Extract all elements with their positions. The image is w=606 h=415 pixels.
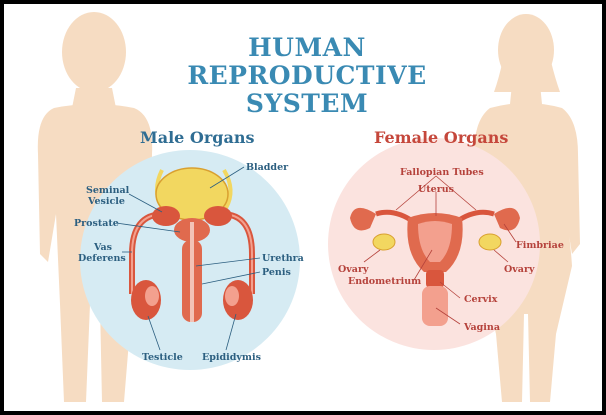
seminal-vesicle-right (204, 206, 232, 226)
fimbriae-left (350, 207, 376, 231)
fimbriae-right (494, 207, 520, 231)
label-seminal-vesicle-line1: Seminal (86, 185, 130, 196)
title-line-2: REPRODUCTIVE (187, 61, 427, 90)
label-testicle: Testicle (142, 352, 183, 363)
label-cervix: Cervix (464, 294, 498, 305)
ureter-right (222, 168, 233, 209)
title-line-1: HUMAN (248, 33, 366, 62)
label-seminal-vesicle-line2: Vesicle (88, 196, 125, 207)
male-leader-lines (115, 166, 261, 351)
label-fimbriae: Fimbriae (516, 240, 564, 251)
ovary-left-shape (372, 233, 396, 251)
label-bladder: Bladder (246, 162, 289, 173)
male-organs-illustration (129, 167, 255, 322)
seminal-vesicle-left (152, 206, 180, 226)
label-endometrium: Endometrium (348, 276, 422, 287)
female-organs-heading: Female Organs (374, 128, 509, 147)
female-leader-lines (363, 175, 517, 325)
label-uterus: Uterus (418, 184, 454, 195)
diagram-canvas: HUMAN REPRODUCTIVE SYSTEM Male Organs Fe… (4, 4, 602, 411)
female-organs-illustration (350, 207, 520, 326)
label-epididymis: Epididymis (202, 352, 261, 363)
label-penis: Penis (262, 267, 291, 278)
label-vagina: Vagina (464, 322, 500, 333)
endometrium-shape (418, 221, 452, 262)
title-line-3: SYSTEM (245, 89, 369, 118)
label-prostate: Prostate (74, 218, 119, 229)
male-organs-heading: Male Organs (140, 128, 255, 147)
diagram-artwork (37, 12, 580, 402)
label-ovary-right: Ovary (504, 264, 535, 275)
label-ovary-left: Ovary (338, 264, 369, 275)
cervix-shape (426, 270, 444, 288)
label-urethra: Urethra (262, 253, 304, 264)
ovary-right-shape (478, 233, 502, 251)
label-vas-deferens-line2: Deferens (78, 253, 126, 264)
urethra-line (190, 222, 194, 322)
vagina-shape (422, 286, 448, 326)
label-fallopian-tubes: Fallopian Tubes (400, 167, 484, 178)
label-vas-deferens-line1: Vas (94, 242, 113, 253)
